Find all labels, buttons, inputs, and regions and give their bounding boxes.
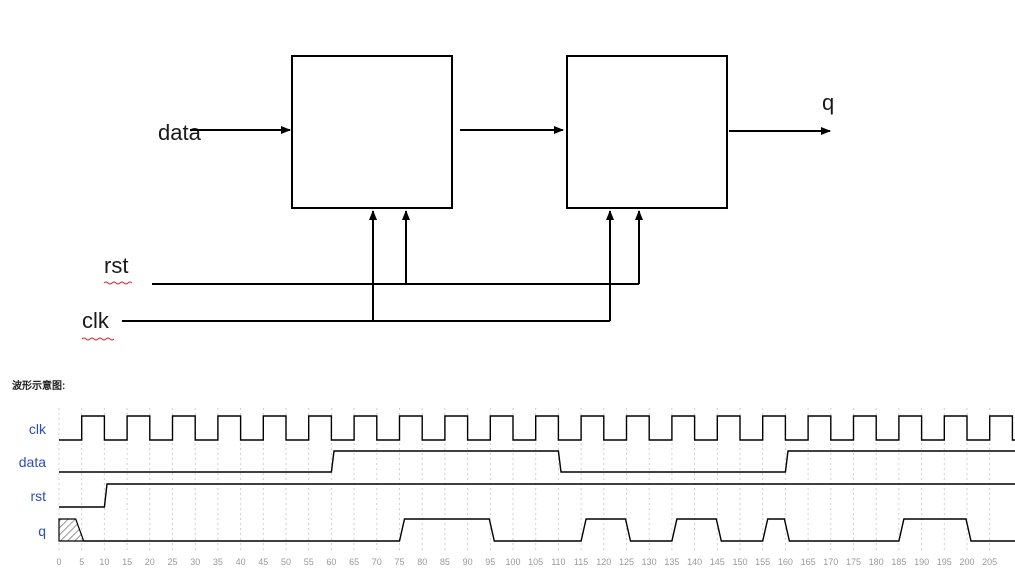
- tick-label: 0: [56, 557, 61, 567]
- tick-label: 25: [167, 557, 177, 567]
- tick-label: 50: [281, 557, 291, 567]
- flip-flop-1: [291, 55, 453, 209]
- waveform-caption: 波形示意图:: [12, 379, 65, 392]
- tick-label: 105: [528, 557, 543, 567]
- tick-label: 140: [687, 557, 702, 567]
- tick-label: 130: [642, 557, 657, 567]
- clk-spellcheck-underline: [81, 337, 115, 341]
- tick-label: 185: [891, 557, 906, 567]
- rst-input-label: rst: [104, 253, 128, 278]
- tick-label: 40: [236, 557, 246, 567]
- tick-label: 65: [349, 557, 359, 567]
- tick-label: 5: [79, 557, 84, 567]
- q-unknown-region: [58, 518, 85, 542]
- signal-label-clk: clk: [29, 421, 47, 437]
- flip-flop-2: [566, 55, 728, 209]
- signal-label-rst: rst: [30, 488, 46, 504]
- tick-label: 75: [394, 557, 404, 567]
- clk-trace: [59, 415, 1015, 441]
- tick-label: 170: [823, 557, 838, 567]
- waveform-traces: [58, 415, 1015, 542]
- tick-label: 155: [755, 557, 770, 567]
- tick-label: 90: [463, 557, 473, 567]
- q-trace: [83, 518, 1015, 542]
- tick-label: 15: [122, 557, 132, 567]
- tick-label: 60: [326, 557, 336, 567]
- tick-label: 160: [778, 557, 793, 567]
- tick-label: 195: [937, 557, 952, 567]
- tick-label: 100: [505, 557, 520, 567]
- data-input-label: data: [158, 120, 202, 145]
- tick-label: 180: [869, 557, 884, 567]
- tick-label: 45: [258, 557, 268, 567]
- rst-trace: [59, 483, 1015, 508]
- waveform-tick-labels: 0 5 10 15 20 25 30 35 40 45 50 55 60 65 70 75 80 85 90 95 10…: [56, 557, 997, 567]
- tick-label: 95: [485, 557, 495, 567]
- block-diagram: data q rst clk: [81, 55, 834, 341]
- q-output-label: q: [822, 90, 834, 115]
- tick-label: 150: [732, 557, 747, 567]
- signal-label-data: data: [19, 454, 46, 470]
- tick-label: 125: [619, 557, 634, 567]
- tick-label: 30: [190, 557, 200, 567]
- tick-label: 115: [574, 557, 588, 567]
- tick-label: 165: [801, 557, 816, 567]
- tick-label: 205: [982, 557, 997, 567]
- tick-label: 145: [710, 557, 725, 567]
- tick-label: 190: [914, 557, 929, 567]
- tick-label: 35: [213, 557, 223, 567]
- signal-label-q: q: [38, 523, 46, 539]
- tick-label: 175: [846, 557, 861, 567]
- data-trace: [59, 450, 1015, 473]
- tick-label: 80: [417, 557, 427, 567]
- tick-label: 10: [99, 557, 109, 567]
- tick-label: 120: [596, 557, 611, 567]
- tick-label: 85: [440, 557, 450, 567]
- tick-label: 70: [372, 557, 382, 567]
- waveform-signal-labels: clk data rst q: [19, 421, 47, 539]
- clk-input-label: clk: [82, 308, 110, 333]
- waveform-grid: [58, 408, 991, 552]
- tick-label: 135: [664, 557, 679, 567]
- tick-label: 55: [304, 557, 314, 567]
- tick-label: 110: [551, 557, 565, 567]
- rst-spellcheck-underline: [103, 281, 133, 285]
- tick-label: 200: [959, 557, 974, 567]
- tick-label: 20: [145, 557, 155, 567]
